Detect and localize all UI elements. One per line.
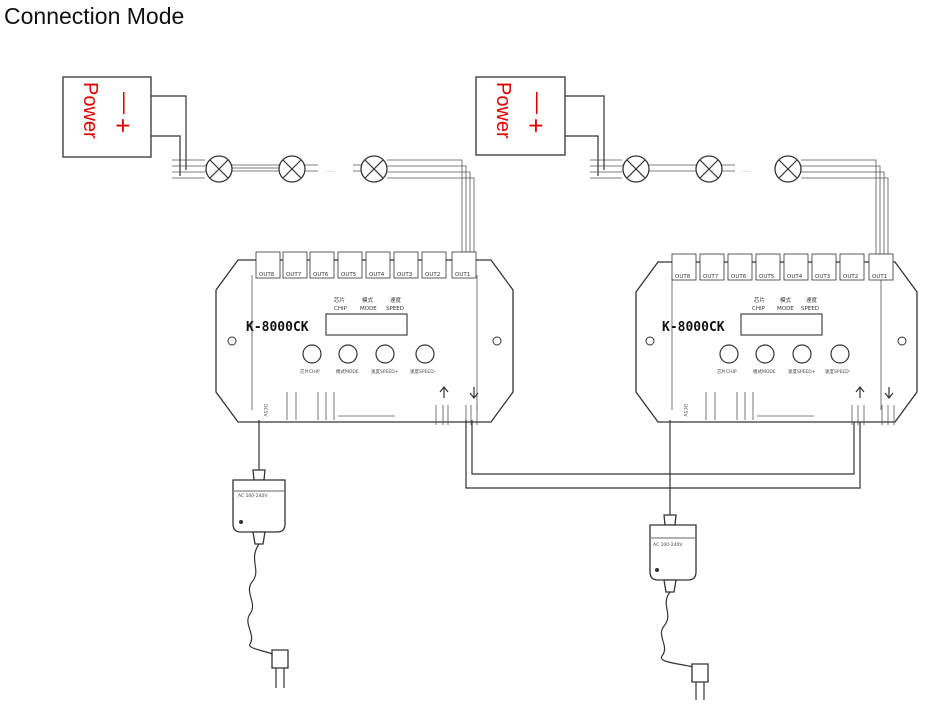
speed-up-button[interactable]	[375, 344, 395, 364]
adapter-label: AC 100-240V	[238, 493, 268, 499]
output-label: OUT5	[759, 274, 775, 280]
button-label: 模式MODE	[753, 368, 776, 375]
controller-1: OUT8 OUT7 OUT6 OUT5 OUT4 OUT3 OUT2 OUT1 …	[215, 251, 514, 425]
output-label: OUT6	[313, 272, 329, 278]
power-label-2: Power	[492, 82, 514, 139]
power-minus-2: —	[526, 92, 551, 114]
speed-label: SPEED	[386, 306, 404, 312]
mode-cn-label: 模式	[780, 296, 792, 304]
mode-button[interactable]	[338, 344, 358, 364]
output-label: OUT4	[369, 272, 385, 278]
button-label: 芯片CHIP	[300, 368, 320, 375]
output-label: OUT7	[286, 272, 302, 278]
output-label: OUT6	[731, 274, 747, 280]
button-label: 速度SPEED-	[410, 368, 436, 375]
speed-down-button[interactable]	[415, 344, 435, 364]
lamp-string-2: ......	[622, 155, 889, 258]
speed-label: SPEED	[801, 306, 819, 312]
speed-cn-label: 速度	[806, 296, 818, 304]
power-supply-2: Power — +	[475, 76, 566, 156]
dc-input-label: DC5V	[262, 404, 268, 417]
power-adapter-1: AC 100-240V	[232, 420, 289, 688]
controller-2: OUT8 OUT7 OUT6 OUT5 OUT4 OUT3 OUT2 OUT1 …	[635, 253, 918, 425]
power-minus-1: —	[113, 92, 138, 114]
output-label: OUT2	[843, 274, 858, 280]
lcd-display	[740, 313, 823, 336]
adapter-label: AC 100-240V	[653, 542, 683, 548]
power-adapter-2: AC 100-240V	[649, 420, 709, 700]
chip-label: CHIP	[334, 306, 348, 312]
chip-cn-label: 芯片	[754, 296, 765, 304]
mode-cn-label: 模式	[362, 296, 374, 304]
chip-button[interactable]	[719, 344, 739, 364]
button-label: 速度SPEED-	[825, 368, 851, 375]
controller-model-label: K-8000CK	[662, 320, 725, 335]
mode-button[interactable]	[755, 344, 775, 364]
dc-input-label: DC5V	[682, 404, 688, 417]
output-label: OUT1	[455, 272, 470, 278]
ellipsis: ......	[742, 169, 751, 174]
speed-cn-label: 速度	[390, 296, 402, 304]
button-label: 模式MODE	[336, 368, 359, 375]
ellipsis: ......	[326, 169, 335, 174]
output-label: OUT3	[815, 274, 831, 280]
page-title: Connection Mode	[4, 3, 185, 29]
output-label: OUT7	[703, 274, 719, 280]
lamp-string-1: ......	[205, 155, 475, 258]
mode-label: MODE	[777, 306, 794, 312]
power-plus-2: +	[521, 118, 551, 133]
chip-button[interactable]	[302, 344, 322, 364]
speed-up-button[interactable]	[792, 344, 812, 364]
output-label: OUT3	[397, 272, 413, 278]
output-label: OUT4	[787, 274, 803, 280]
button-label: 速度SPEED+	[788, 368, 816, 375]
speed-down-button[interactable]	[830, 344, 850, 364]
chip-cn-label: 芯片	[334, 296, 345, 304]
output-label: OUT1	[872, 274, 887, 280]
output-label: OUT8	[675, 274, 691, 280]
mode-label: MODE	[360, 306, 377, 312]
power-label-1: Power	[79, 82, 101, 139]
button-label: 芯片CHIP	[717, 368, 737, 375]
power-plus-1: +	[108, 118, 138, 133]
chip-label: CHIP	[752, 306, 766, 312]
output-label: OUT8	[259, 272, 275, 278]
output-label: OUT2	[425, 272, 440, 278]
output-terminals-1: OUT8 OUT7 OUT6 OUT5 OUT4 OUT3 OUT2 OUT1	[255, 251, 477, 279]
power-supply-1: Power — +	[62, 76, 152, 158]
controller-model-label: K-8000CK	[246, 320, 309, 335]
output-label: OUT5	[341, 272, 357, 278]
output-terminals-2: OUT8 OUT7 OUT6 OUT5 OUT4 OUT3 OUT2 OUT1	[671, 253, 894, 281]
button-label: 速度SPEED+	[371, 368, 399, 375]
lcd-display	[325, 313, 408, 336]
